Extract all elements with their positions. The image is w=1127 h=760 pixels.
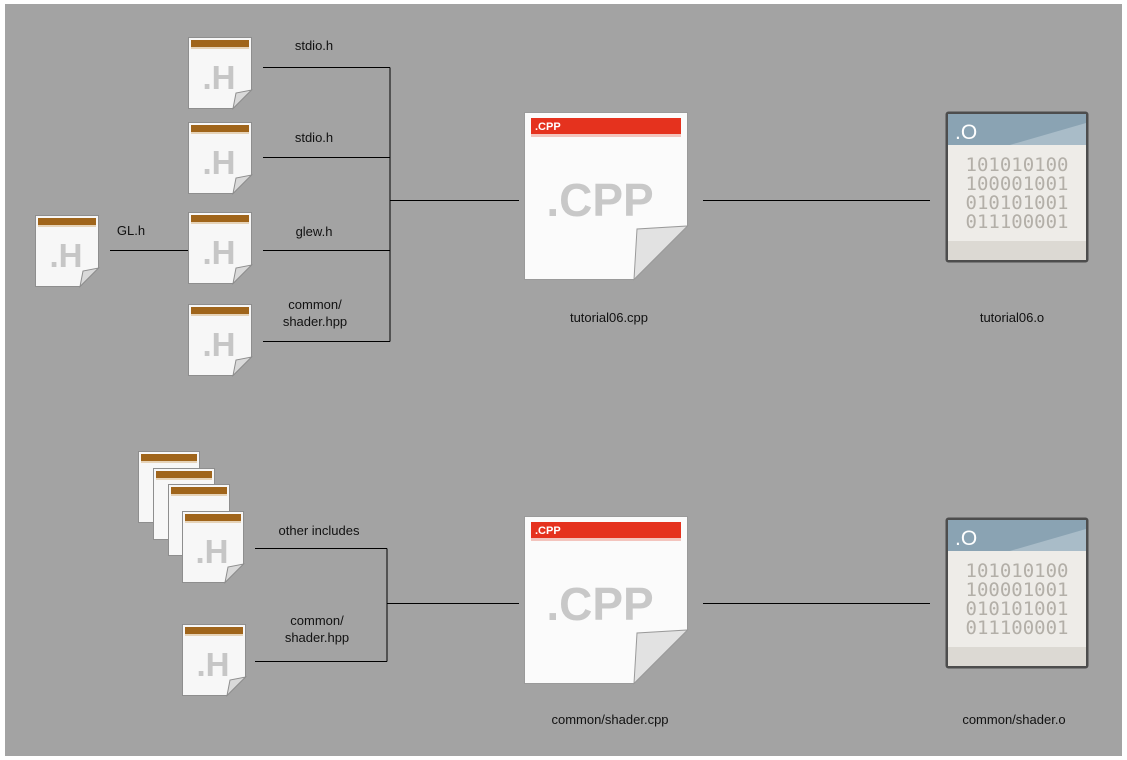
svg-text:010101001: 010101001 [966, 598, 1069, 620]
svg-text:011100001: 011100001 [966, 617, 1069, 639]
label-tutorial06-cpp: tutorial06.cpp [569, 310, 649, 325]
h-file-icon-1: .H [188, 37, 254, 111]
svg-text:.H: .H [50, 237, 83, 274]
label-glew-h: glew.h [295, 224, 333, 239]
h-file-icon-gl: .H [35, 215, 101, 289]
svg-text:.O: .O [955, 121, 977, 144]
connector-lines [110, 67, 930, 662]
svg-text:.H: .H [203, 234, 236, 271]
svg-text:.H: .H [197, 646, 230, 683]
label-other-includes: other includes [278, 523, 360, 538]
cpp-file-icon-bottom: .CPP .CPP [524, 516, 689, 685]
svg-text:.H: .H [203, 326, 236, 363]
svg-text:101010100: 101010100 [966, 560, 1069, 582]
label-stdio-h-1: stdio.h [294, 38, 334, 53]
label-common-shader-o: common/shader.o [962, 712, 1066, 727]
label-common-shader-hpp-top: common/ shader.hpp [282, 297, 348, 329]
svg-text:010101001: 010101001 [966, 192, 1069, 214]
svg-text:101010100: 101010100 [966, 154, 1069, 176]
h-file-icon-shader: .H [182, 624, 248, 698]
h-file-icon-3: .H [188, 212, 254, 286]
svg-text:.CPP: .CPP [535, 525, 561, 537]
svg-text:.CPP: .CPP [546, 174, 653, 226]
svg-text:011100001: 011100001 [966, 211, 1069, 233]
h-file-icon-4: .H [188, 304, 254, 378]
label-tutorial06-o: tutorial06.o [979, 310, 1045, 325]
h-file-icon-2: .H [188, 122, 254, 196]
label-common-shader-cpp: common/shader.cpp [551, 712, 669, 727]
h-file-stack-icon-4: .H [182, 511, 246, 585]
svg-text:.CPP: .CPP [546, 578, 653, 630]
svg-text:.H: .H [196, 533, 229, 570]
label-gl-h: GL.h [116, 223, 146, 238]
svg-text:.H: .H [203, 144, 236, 181]
svg-text:.CPP: .CPP [535, 121, 561, 133]
svg-text:.O: .O [955, 527, 977, 550]
svg-text:100001001: 100001001 [966, 173, 1069, 195]
svg-text:.H: .H [203, 59, 236, 96]
svg-text:100001001: 100001001 [966, 579, 1069, 601]
cpp-file-icon-top: .CPP .CPP [524, 112, 689, 281]
label-stdio-h-2: stdio.h [294, 130, 334, 145]
label-common-shader-hpp-bottom: common/ shader.hpp [284, 613, 350, 645]
